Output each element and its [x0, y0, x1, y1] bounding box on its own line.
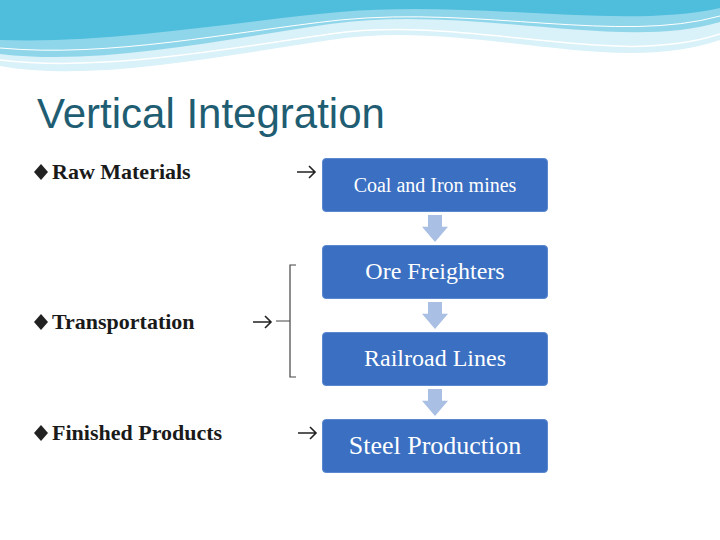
wave-band [0, 0, 720, 71]
pointer-arrow [253, 316, 271, 328]
box-label: Ore Freighters [365, 258, 504, 286]
box-label: Coal and Iron mines [354, 174, 517, 197]
process-box: Ore Freighters [322, 245, 548, 299]
wave-band [0, 0, 720, 40]
bullet [34, 425, 48, 441]
wave-line [0, 30, 720, 64]
pointer-arrow [297, 166, 315, 178]
stage-label: Transportation [52, 308, 195, 336]
bullet [34, 314, 48, 330]
slide-title: Vertical Integration [37, 88, 385, 140]
stage-label: Finished Products [52, 419, 222, 447]
flow-arrow [422, 302, 448, 329]
pointer-arrows [253, 166, 316, 439]
process-box: Steel Production [322, 419, 548, 473]
bullet [34, 164, 48, 180]
stage-label: Raw Materials [52, 158, 191, 186]
box-label: Railroad Lines [364, 345, 506, 373]
process-box: Railroad Lines [322, 332, 548, 386]
box-label: Steel Production [349, 431, 522, 461]
process-box: Coal and Iron mines [322, 158, 548, 212]
flow-arrow [422, 215, 448, 242]
bracket [276, 265, 296, 377]
bullet-glyphs [34, 164, 48, 441]
wave-line [0, 16, 720, 50]
flow-arrow [422, 389, 448, 416]
pointer-arrow [298, 427, 316, 439]
wave-band [0, 0, 720, 57]
